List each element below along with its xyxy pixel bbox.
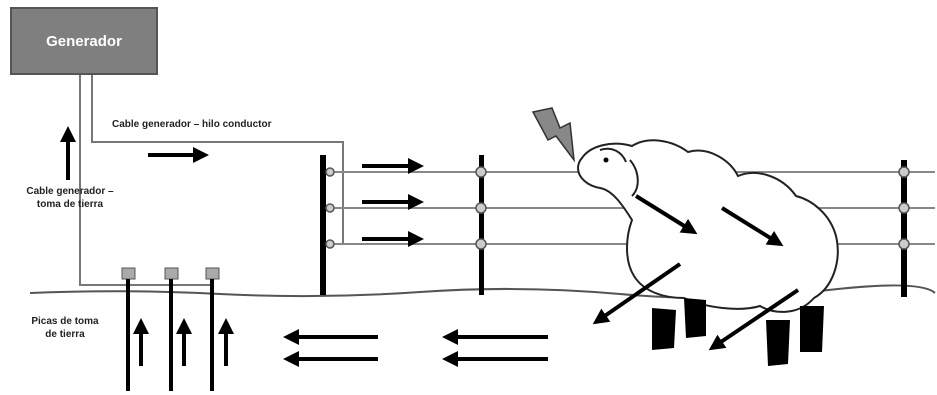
sheep-leg bbox=[800, 306, 824, 352]
fence-posts bbox=[320, 155, 907, 297]
fence-post bbox=[479, 155, 484, 295]
label-picas: Picas de toma de tierra bbox=[31, 316, 99, 340]
fence-post bbox=[320, 155, 326, 295]
generator-cables bbox=[79, 75, 344, 286]
current-through-animal bbox=[592, 194, 800, 351]
ground-rods bbox=[121, 267, 220, 391]
sheep-leg bbox=[684, 298, 706, 338]
label-cable-tierra: Cable generador – toma de tierra bbox=[26, 186, 114, 210]
fence-post bbox=[901, 160, 907, 297]
label-cable-hilo: Cable generador – hilo conductor bbox=[112, 119, 272, 130]
lightning-bolt-icon bbox=[531, 107, 576, 163]
insulators bbox=[325, 166, 910, 250]
current-arrows bbox=[60, 126, 548, 367]
sheep-leg bbox=[652, 308, 676, 350]
sheep bbox=[576, 139, 839, 366]
generator-box: Generador bbox=[10, 7, 158, 75]
generator-label: Generador bbox=[46, 32, 122, 50]
sheep-body bbox=[576, 139, 839, 313]
sheep-leg bbox=[766, 320, 790, 366]
